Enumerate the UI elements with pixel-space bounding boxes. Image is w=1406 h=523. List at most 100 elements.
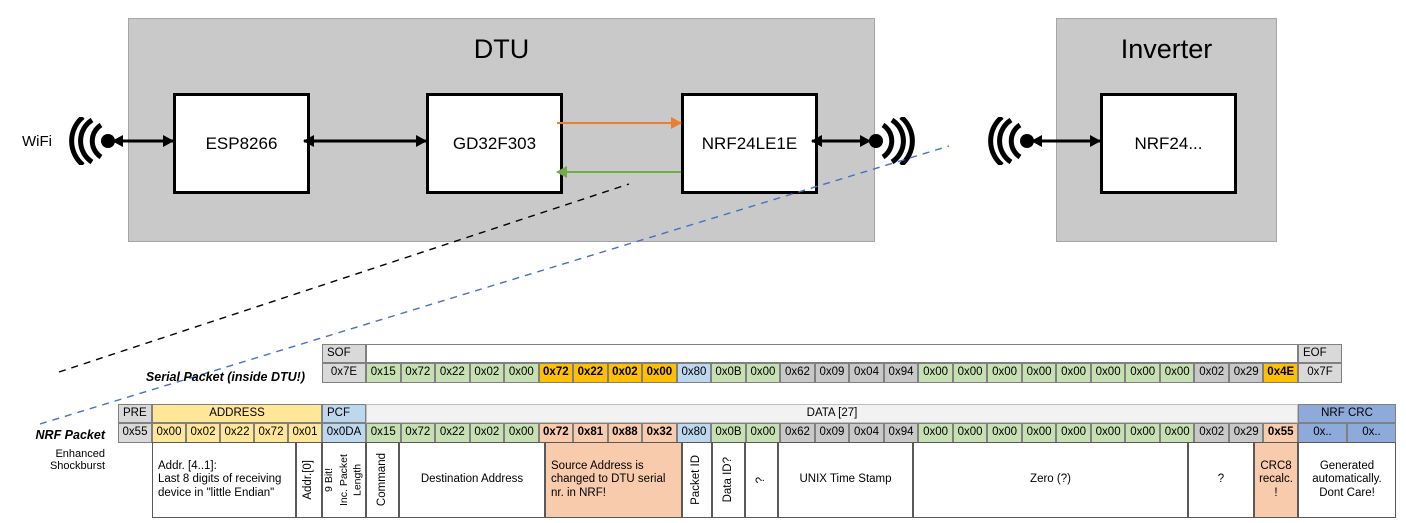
wifi-antenna-icon [68,117,118,165]
nrf-crc-header: NRF CRC [1298,404,1396,423]
desc-address-line3: device in "little Endian" [158,486,275,499]
nrf-byte-22: 0x94 [883,423,919,443]
chip-esp8266-label: ESP8266 [205,133,278,153]
serial-eof-header: EOF [1298,344,1342,363]
desc-unknown-1-label: ? [754,476,767,484]
inverter-radio-antenna-icon [987,117,1037,165]
desc-unknown-1: ? [745,442,778,518]
nrf-byte-25: 0x00 [987,423,1022,443]
nrf-byte-9: 0x22 [435,423,470,443]
desc-zero-label: Zero (?) [1030,473,1071,486]
desc-source-line3: nr. in NRF! [551,486,606,499]
serial-byte-25: 0x02 [1194,363,1229,383]
nrf-byte-15: 0x32 [642,423,677,443]
serial-sof-header: SOF [322,344,366,363]
desc-unix-timestamp-label: UNIX Time Stamp [799,473,892,486]
chip-nrf24-label: NRF24... [1134,133,1203,153]
desc-addr0: Addr.[0] [296,442,322,518]
serial-byte-8: 0x02 [607,363,643,383]
serial-byte-22: 0x00 [1090,363,1126,383]
serial-byte-10: 0x80 [676,363,712,383]
desc-crc8-line2: recalc. [1259,473,1293,486]
nrf-byte-28: 0x00 [1090,423,1126,443]
serial-byte-3: 0x22 [435,363,470,383]
serial-header-filler [366,344,1298,363]
chip-gd32f303: GD32F303 [426,93,563,194]
serial-byte-27: 0x4E [1263,363,1298,383]
nrf-byte-23: 0x00 [918,423,953,443]
nrf-byte-29: 0x00 [1125,423,1160,443]
desc-destination-address: Destination Address [399,442,545,518]
dtu-title: DTU [473,34,530,64]
nrf-byte-30: 0x00 [1159,423,1195,443]
nrf-byte-33: 0x55 [1263,423,1298,443]
desc-zero: Zero (?) [913,442,1188,518]
desc-pcf: 9 Bit! Inc. Packet Length [322,442,366,518]
nrf-byte-1: 0x00 [152,423,186,443]
nrf-byte-0: 0x55 [118,423,152,443]
nrf-byte-16: 0x80 [676,423,712,443]
nrf-byte-27: 0x00 [1056,423,1091,443]
desc-unknown-2-label: ? [1217,473,1225,486]
desc-unknown-2: ? [1188,442,1254,518]
desc-data-id: Data ID? [712,442,745,518]
nrf-byte-11: 0x00 [504,423,539,443]
desc-crc8-line1: CRC8 [1260,459,1292,472]
nrf-byte-7: 0x15 [366,423,401,443]
desc-auto-generated: Generated automatically. Dont Care! [1298,442,1396,518]
desc-pcf-bits: 9 Bit! [322,468,335,492]
serial-byte-13: 0x62 [780,363,815,383]
desc-command-label: Command [375,453,388,507]
nrf-byte-26: 0x00 [1021,423,1057,443]
serial-byte-24: 0x00 [1159,363,1195,383]
serial-byte-4: 0x02 [469,363,505,383]
nrf-byte-13: 0x81 [573,423,608,443]
serial-packet-label: Serial Packet (inside DTU!) [145,370,305,384]
nrf-byte-17: 0x0B [711,423,746,443]
desc-unix-timestamp: UNIX Time Stamp [778,442,913,518]
desc-crc8-line3: ! [1274,486,1278,499]
desc-source-line2: changed to DTU serial [551,473,666,486]
nrf-byte-3: 0x22 [220,423,254,443]
desc-auto-line2: automatically. [1312,473,1382,486]
block-diagram: DTU Inverter ESP8266 GD32F303 NRF24LE1E … [22,18,1277,242]
nrf-byte-24: 0x00 [952,423,988,443]
chip-gd32f303-label: GD32F303 [452,133,537,153]
nrf-byte-6: 0x0DA [322,423,366,443]
serial-byte-26: 0x29 [1228,363,1264,383]
nrf-byte-8: 0x72 [400,423,436,443]
desc-packet-id-label: Packet ID [690,455,703,505]
nrf-data-header: DATA [27] [366,404,1298,423]
desc-auto-line1: Generated [1319,459,1375,472]
serial-byte-28: 0x7F [1298,363,1342,383]
serial-byte-12: 0x00 [745,363,781,383]
nrf-byte-18: 0x00 [745,423,781,443]
serial-byte-16: 0x94 [883,363,919,383]
chip-nrf24: NRF24... [1100,93,1237,194]
serial-byte-2: 0x72 [400,363,436,383]
desc-pcf-length: Inc. Packet Length [338,454,364,506]
desc-packet-id: Packet ID [682,442,712,518]
nrf-byte-35: 0x.. [1347,423,1396,443]
serial-byte-11: 0x0B [711,363,746,383]
serial-byte-5: 0x00 [504,363,539,383]
serial-byte-23: 0x00 [1125,363,1160,383]
serial-byte-14: 0x09 [814,363,850,383]
serial-byte-7: 0x22 [573,363,608,383]
serial-byte-15: 0x04 [849,363,884,383]
nrf-byte-32: 0x29 [1228,423,1264,443]
packet-tables: Serial Packet (inside DTU!) NRF Packet E… [0,330,1406,523]
desc-destination-label: Destination Address [420,473,524,486]
desc-auto-line3: Dont Care! [1319,486,1375,499]
nrf-byte-10: 0x02 [469,423,505,443]
desc-address-line2: Last 8 digits of receiving [158,473,282,486]
desc-data-id-label: Data ID? [721,457,734,503]
nrf-byte-5: 0x01 [288,423,322,443]
nrf-byte-12: 0x72 [538,423,574,443]
chip-nrf24le1e-label: NRF24LE1E [701,133,798,153]
serial-byte-9: 0x00 [642,363,677,383]
desc-crc8: CRC8 recalc. ! [1254,442,1298,518]
nrf-byte-4: 0x72 [254,423,288,443]
desc-source-address: Source Address is changed to DTU serial … [545,442,682,518]
serial-byte-0: 0x7E [322,363,366,383]
